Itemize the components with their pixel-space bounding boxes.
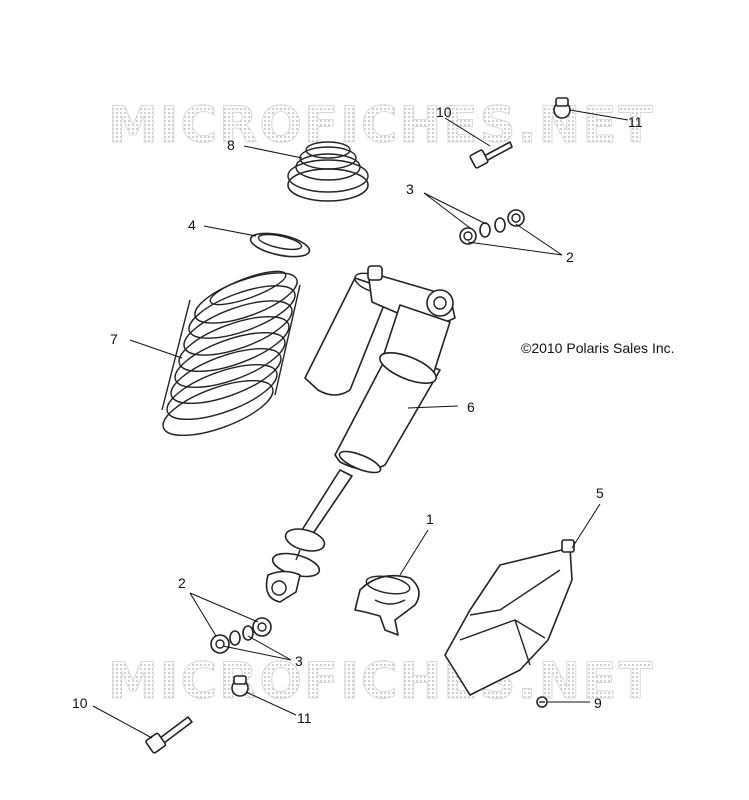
callout-11-bottom: 11 xyxy=(297,710,312,726)
part-8-coil-retainer xyxy=(287,141,369,202)
part-6-shock-absorber xyxy=(265,265,456,603)
part-1-spring-retainer xyxy=(354,574,420,636)
part-10-bottom-bolt xyxy=(145,716,193,754)
callout-10-top: 10 xyxy=(436,104,452,120)
callout-10-bottom: 10 xyxy=(72,695,88,711)
watermark-top: MICROFICHES.NET xyxy=(108,96,655,154)
copyright-text: ©2010 Polaris Sales Inc. xyxy=(521,340,675,356)
callout-5: 5 xyxy=(596,485,604,501)
watermark-bottom: MICROFICHES.NET xyxy=(108,652,655,710)
callout-9: 9 xyxy=(594,695,602,711)
callout-6: 6 xyxy=(467,399,475,415)
part-4-spring-seat xyxy=(249,232,311,258)
callout-3-bottom: 3 xyxy=(295,653,303,669)
part-5-guard xyxy=(444,539,575,696)
callout-8: 8 xyxy=(227,137,235,153)
part-2-3-bottom-bushings xyxy=(210,617,272,654)
part-11-top-nut xyxy=(553,97,571,119)
part-10-top-bolt xyxy=(469,141,513,169)
callout-7: 7 xyxy=(110,331,118,347)
callout-3-top: 3 xyxy=(406,181,414,197)
part-2-3-top-bushings xyxy=(459,209,525,245)
part-11-bottom-nut xyxy=(231,675,249,697)
callout-1: 1 xyxy=(426,511,434,527)
callout-11-top: 11 xyxy=(628,114,643,130)
part-7-coil-spring xyxy=(161,270,301,437)
callout-2-bottom: 2 xyxy=(178,575,186,591)
part-9-screw xyxy=(536,696,548,708)
callout-2-top: 2 xyxy=(566,249,574,265)
leader-lines xyxy=(92,109,629,739)
callout-4: 4 xyxy=(188,217,196,233)
